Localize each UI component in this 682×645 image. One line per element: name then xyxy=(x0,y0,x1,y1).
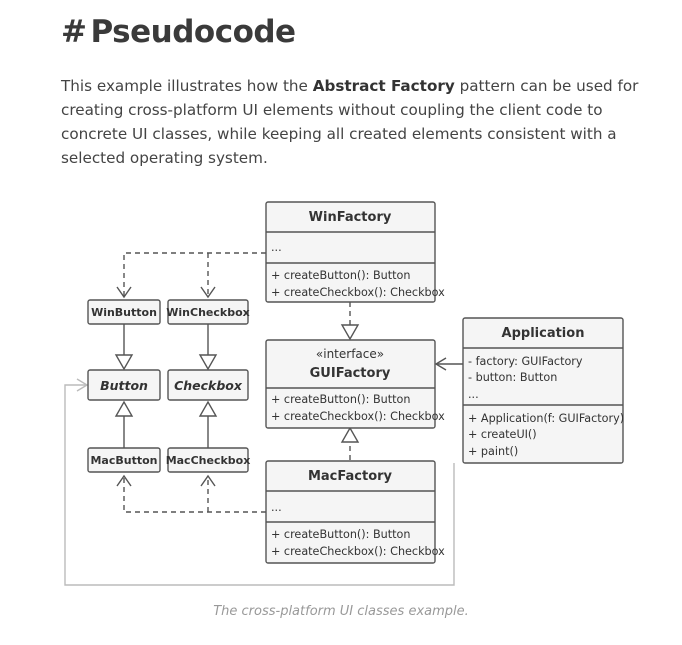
intro-text-before: This example illustrates how the xyxy=(61,77,313,95)
macfactory-name: MacFactory xyxy=(308,469,393,484)
application-name: Application xyxy=(502,326,585,341)
guifactory-stereotype: «interface» xyxy=(316,347,384,361)
class-diagram: WinFactory ... + createButton(): Button … xyxy=(64,201,624,586)
maccheckbox-name: MacCheckbox xyxy=(166,454,251,467)
winfactory-name: WinFactory xyxy=(309,210,392,225)
button-name: Button xyxy=(100,378,148,393)
interface-button: Button xyxy=(87,369,161,401)
checkbox-name: Checkbox xyxy=(174,378,243,393)
intro-text-after: pattern can be used for creating cross-p… xyxy=(61,77,639,167)
dep-winfactory-winbutton xyxy=(123,252,266,296)
heading-anchor-hash[interactable]: # xyxy=(61,14,87,50)
class-winfactory: WinFactory ... + createButton(): Button … xyxy=(265,201,445,303)
winfactory-method: + createButton(): Button xyxy=(271,269,410,282)
diagram-connectors xyxy=(64,252,463,586)
guifactory-method: + createButton(): Button xyxy=(271,393,410,406)
wincheckbox-name: WinCheckbox xyxy=(166,306,249,319)
class-winbutton: WinButton xyxy=(87,299,161,325)
intro-paragraph: This example illustrates how the Abstrac… xyxy=(61,74,646,170)
macfactory-method: + createCheckbox(): Checkbox xyxy=(271,545,445,558)
class-maccheckbox: MacCheckbox xyxy=(166,447,251,473)
macbutton-name: MacButton xyxy=(90,454,157,467)
winfactory-method: + createCheckbox(): Checkbox xyxy=(271,286,445,299)
figure-caption: The cross-platform UI classes example. xyxy=(213,604,469,619)
application-field: - factory: GUIFactory xyxy=(468,355,583,368)
intro-pattern-name: Abstract Factory xyxy=(312,77,455,95)
class-macfactory: MacFactory ... + createButton(): Button … xyxy=(265,460,445,564)
guifactory-method: + createCheckbox(): Checkbox xyxy=(271,410,445,423)
winfactory-field: ... xyxy=(271,241,282,254)
page-title: #Pseudocode xyxy=(61,14,296,50)
class-application: Application - factory: GUIFactory - butt… xyxy=(462,317,624,464)
guifactory-name: GUIFactory xyxy=(310,366,391,381)
interface-checkbox: Checkbox xyxy=(167,369,249,401)
application-method: + Application(f: GUIFactory) xyxy=(468,412,624,425)
application-method: + paint() xyxy=(468,445,518,458)
assoc-application-button xyxy=(64,384,455,586)
interface-guifactory: «interface» GUIFactory + createButton():… xyxy=(265,339,445,429)
application-method: + createUI() xyxy=(468,428,537,441)
macfactory-method: + createButton(): Button xyxy=(271,528,410,541)
class-macbutton: MacButton xyxy=(87,447,161,473)
class-wincheckbox: WinCheckbox xyxy=(166,299,250,325)
dep-macfactory-macbutton xyxy=(123,476,266,513)
application-field: ... xyxy=(468,388,479,401)
application-field: - button: Button xyxy=(468,371,557,384)
macfactory-field: ... xyxy=(271,501,282,514)
winbutton-name: WinButton xyxy=(91,306,157,319)
page-title-text: Pseudocode xyxy=(90,14,296,50)
